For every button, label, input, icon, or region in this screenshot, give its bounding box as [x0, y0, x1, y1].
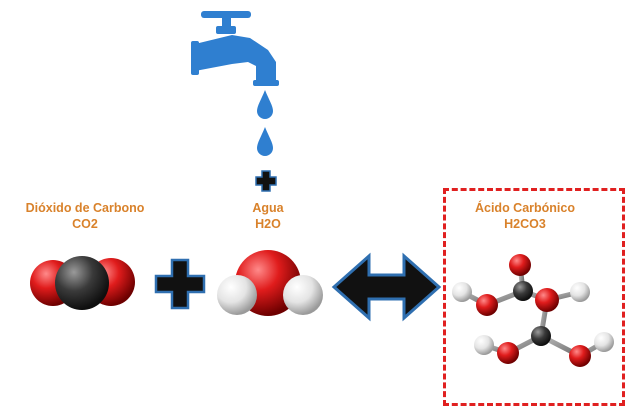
double-arrow-icon — [331, 252, 442, 322]
h2o-molecule — [217, 250, 323, 316]
h2o-label: Agua H2O — [228, 200, 308, 232]
h2co3-label: Ácido Carbónico H2CO3 — [455, 200, 595, 232]
h2co3-molecule — [452, 254, 614, 367]
h2co3-name: Ácido Carbónico — [474, 201, 575, 215]
co2-molecule — [30, 256, 135, 310]
product-highlight-box — [443, 188, 625, 406]
faucet-icon — [191, 11, 279, 86]
co2-label: Dióxido de Carbono CO2 — [15, 200, 155, 232]
co2-name: Dióxido de Carbono — [25, 201, 145, 215]
h2o-formula: H2O — [255, 217, 281, 231]
h2co3-formula: H2CO3 — [504, 217, 546, 231]
water-drop-icon — [257, 90, 273, 119]
plus-icon — [154, 258, 206, 310]
plus-icon — [255, 170, 277, 192]
water-drop-icon — [257, 127, 273, 156]
co2-formula: CO2 — [72, 217, 98, 231]
h2o-name: Agua — [252, 201, 284, 215]
